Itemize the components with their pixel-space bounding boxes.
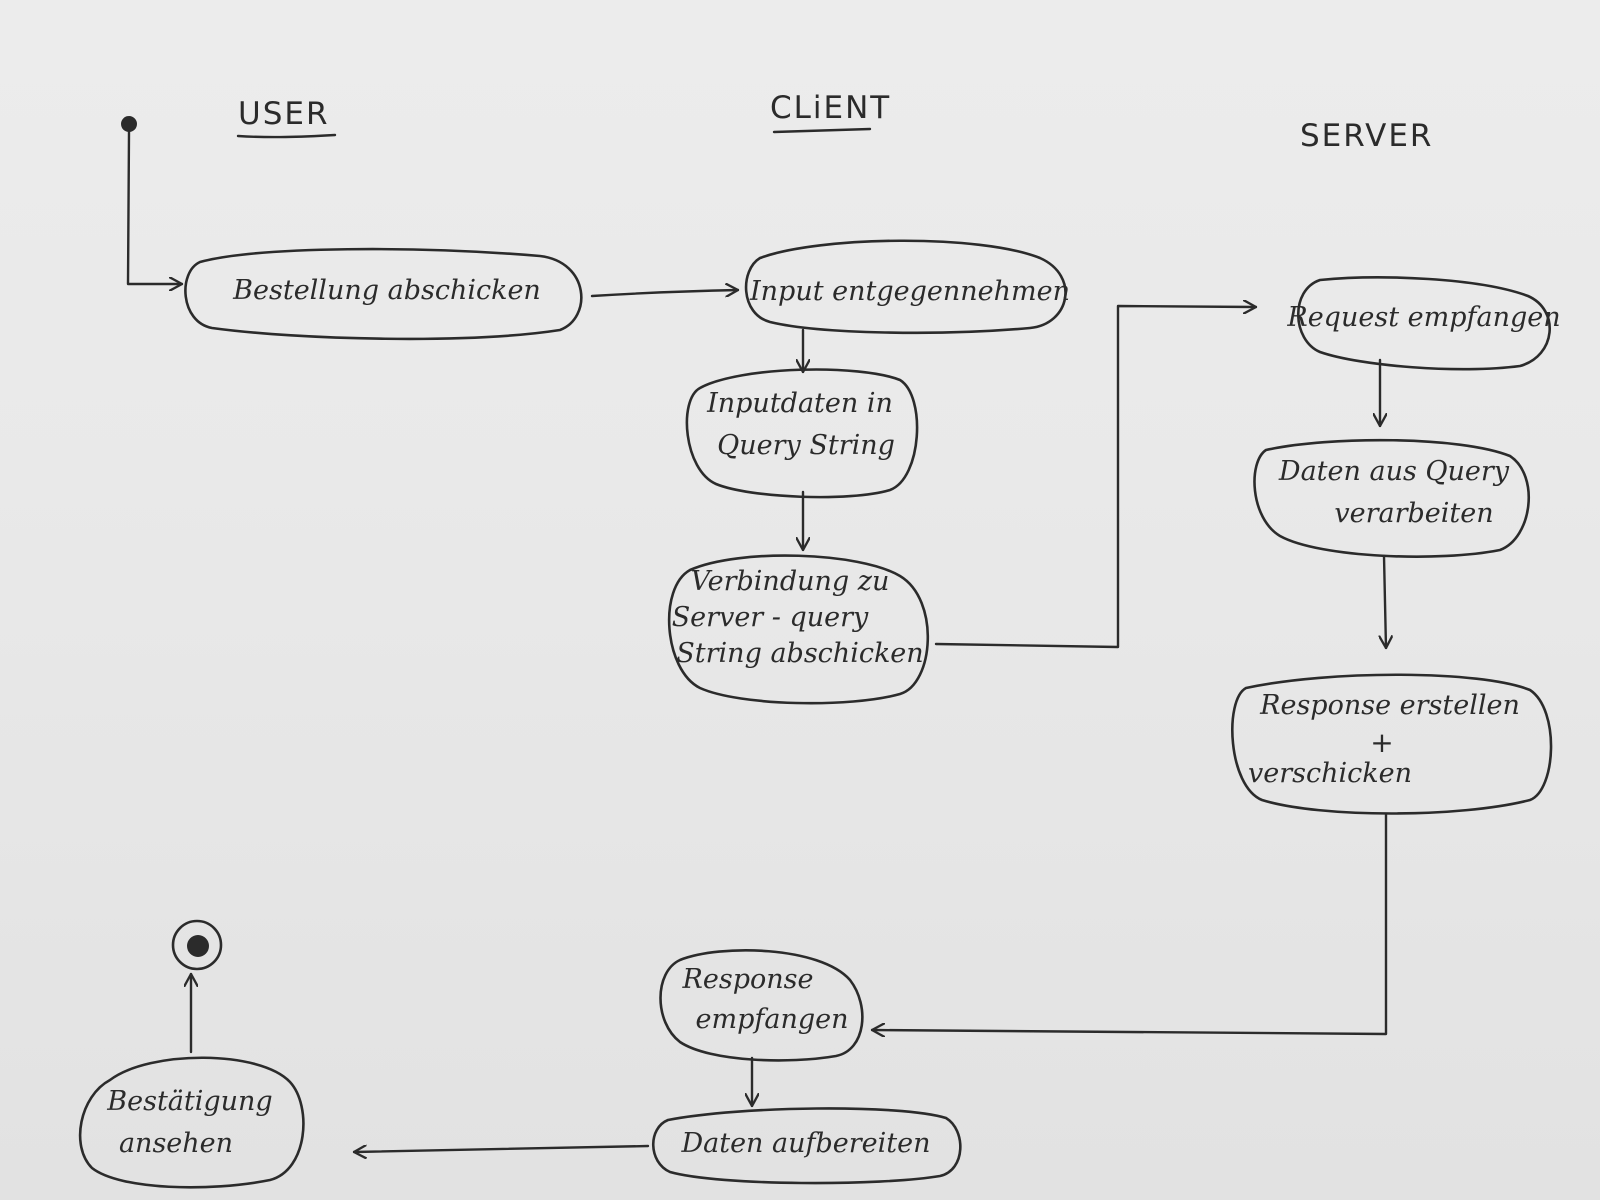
node-response-erstellen-line3: verschicken — [1248, 758, 1412, 789]
node-response-empfangen-line1: Response — [682, 964, 814, 995]
node-querystring-line1: Inputdaten in — [706, 388, 893, 419]
lane-header-user-underline — [236, 133, 337, 139]
node-input-label: Input entgegennehmen — [749, 276, 1070, 307]
edge-bestellung-to-input — [590, 290, 738, 296]
node-bestaetigung-line1: Bestätigung — [106, 1086, 272, 1117]
node-bestellung-label: Bestellung abschicken — [232, 275, 541, 306]
node-daten-query-line1: Daten aus Query — [1278, 456, 1510, 487]
node-response-erstellen-plus: + — [1370, 726, 1393, 759]
edge-start-to-bestellung — [126, 130, 184, 284]
node-response-erstellen: Response erstellen + verschicken — [1231, 673, 1553, 815]
edge-verbindung-to-request — [934, 306, 1256, 649]
node-request-label: Request empfangen — [1286, 302, 1560, 333]
edge-response-erstellen-to-response-empfangen — [872, 812, 1388, 1034]
node-querystring: Inputdaten in Query String — [685, 368, 919, 499]
lane-header-user: USER — [238, 96, 330, 132]
node-querystring-line2: Query String — [717, 430, 895, 461]
node-input-entgegennehmen: Input entgegennehmen — [744, 239, 1070, 335]
node-response-erstellen-line1: Response erstellen — [1259, 690, 1520, 721]
node-request-empfangen: Request empfangen — [1286, 276, 1561, 371]
node-verbindung-line1: Verbindung zu — [691, 566, 890, 597]
lane-header-client: CLiENT — [770, 90, 891, 126]
node-bestellung-abschicken: Bestellung abschicken — [184, 247, 583, 341]
edge-daten-query-to-response-erstellen — [1384, 554, 1386, 648]
node-response-empfangen: Response empfangen — [659, 949, 864, 1062]
node-daten-query-line2: verarbeiten — [1334, 498, 1493, 529]
node-verbindung: Verbindung zu Server - query String absc… — [667, 554, 930, 705]
end-node — [171, 919, 223, 971]
node-response-empfangen-line2: empfangen — [696, 1004, 849, 1035]
node-bestaetigung-line2: ansehen — [119, 1128, 233, 1159]
node-daten-aufbereiten: Daten aufbereiten — [652, 1107, 962, 1185]
lane-header-client-underline — [772, 127, 872, 134]
node-aufbereiten-label: Daten aufbereiten — [680, 1128, 930, 1159]
node-bestaetigung-ansehen: Bestätigung ansehen — [78, 1056, 305, 1189]
node-verbindung-line2: Server - query — [672, 602, 869, 633]
lane-header-server: SERVER — [1300, 118, 1433, 154]
node-daten-query: Daten aus Query verarbeiten — [1253, 438, 1531, 558]
node-verbindung-line3: String abschicken — [676, 638, 923, 669]
edge-aufbereiten-to-bestaetigung — [354, 1146, 650, 1152]
start-node — [121, 116, 137, 132]
